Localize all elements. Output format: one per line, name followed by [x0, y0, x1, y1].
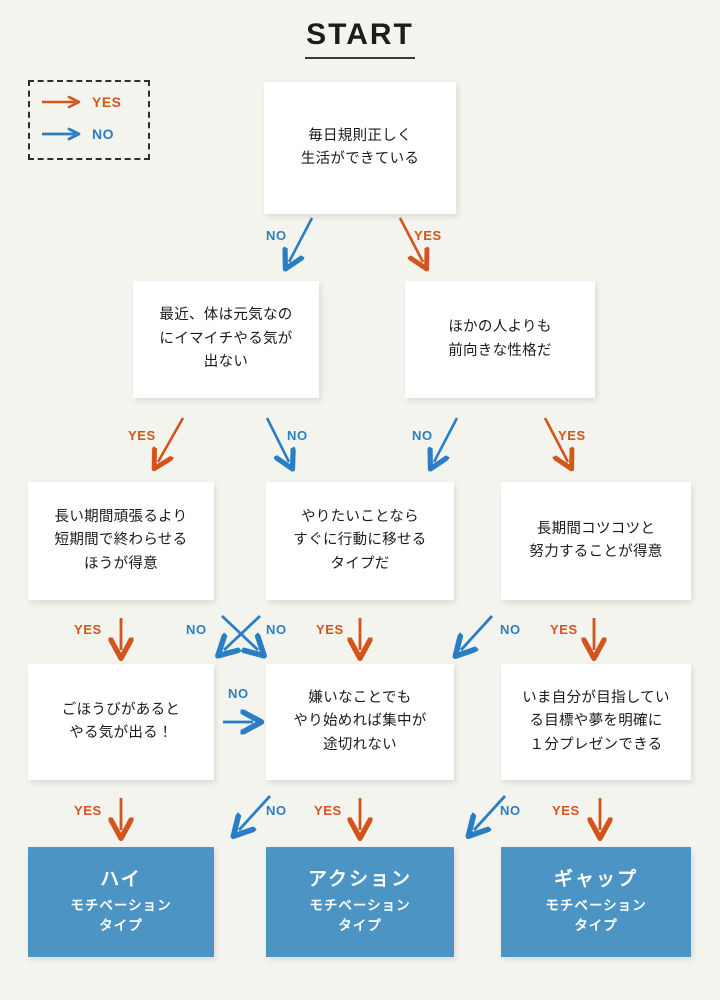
result-box-gap[interactable]: ギャップ モチベーション タイプ — [501, 847, 691, 957]
result-title-hi: ハイ — [100, 869, 142, 891]
result-title-gap: ギャップ — [553, 869, 638, 891]
arrow-label-q4mid-no: NO — [266, 803, 287, 818]
arrow-label-q3left-yes: YES — [74, 622, 102, 637]
question-text-q3-left: 長い期間頑張るより 短期間で終わらせる ほうが得意 — [54, 508, 188, 572]
arrow-label-q2left-yes: YES — [128, 428, 156, 443]
question-box-q2-left[interactable]: 最近、体は元気なの にイマイチやる気が 出ない — [133, 281, 319, 398]
arrow-label-q4right-yes: YES — [552, 803, 580, 818]
arrow-right-blue-icon — [42, 127, 81, 141]
arrow-label-q3cross-no-r: NO — [266, 622, 287, 637]
question-text-q4-left: ごほうびがあると やる気が出る！ — [61, 701, 181, 741]
arrow-q1-no — [289, 217, 314, 262]
result-box-action[interactable]: アクション モチベーション タイプ — [266, 847, 454, 957]
question-text-q4-right: いま自分が目指してい る目標や夢を明確に １分プレゼンできる — [522, 689, 670, 753]
arrow-q3right-no — [461, 615, 494, 650]
question-box-q4-left[interactable]: ごほうびがあると やる気が出る！ — [28, 664, 214, 780]
legend-label-no: NO — [92, 126, 114, 142]
arrow-q2left-no — [265, 417, 289, 462]
arrow-label-q1-yes: YES — [414, 228, 442, 243]
question-text-q3-right: 長期間コツコツと 努力することが得意 — [529, 520, 663, 560]
arrow-q3-cross-right — [221, 614, 258, 650]
arrow-label-q3right-no: NO — [500, 622, 521, 637]
title-underline — [305, 57, 415, 59]
question-text-q3-mid: やりたいことなら すぐに行動に移せる タイプだ — [293, 508, 427, 572]
arrow-label-q3right-yes: YES — [550, 622, 578, 637]
question-text-q1: 毎日規則正しく 生活ができている — [300, 127, 420, 167]
legend-row-no: NO — [40, 126, 114, 142]
question-box-q3-left[interactable]: 長い期間頑張るより 短期間で終わらせる ほうが得意 — [28, 482, 214, 600]
arrow-q2right-no — [434, 417, 459, 462]
legend-label-yes: YES — [92, 94, 122, 110]
arrow-label-q4right-no: NO — [500, 803, 521, 818]
arrow-label-q1-no: NO — [266, 228, 287, 243]
question-text-q4-mid: 嫌いなことでも やり始めれば集中が 途切れない — [293, 689, 427, 753]
question-text-q2-left: 最近、体は元気なの にイマイチやる気が 出ない — [159, 307, 293, 371]
question-box-q4-mid[interactable]: 嫌いなことでも やり始めれば集中が 途切れない — [266, 664, 454, 780]
result-title-action: アクション — [307, 869, 413, 891]
result-box-hi[interactable]: ハイ モチベーション タイプ — [28, 847, 214, 957]
question-box-q4-right[interactable]: いま自分が目指してい る目標や夢を明確に １分プレゼンできる — [501, 664, 691, 780]
page-title: START — [306, 18, 414, 51]
arrow-q3-cross-left — [224, 614, 261, 650]
result-subtitle-gap: モチベーション タイプ — [545, 898, 647, 934]
legend-box: YES NO — [28, 80, 150, 160]
legend-row-yes: YES — [40, 94, 122, 110]
question-box-q3-right[interactable]: 長期間コツコツと 努力することが得意 — [501, 482, 691, 600]
arrow-label-q4left-no: NO — [228, 686, 249, 701]
arrow-label-q2right-no: NO — [412, 428, 433, 443]
question-text-q2-right: ほかの人よりも 前向きな性格だ — [448, 319, 552, 359]
arrow-label-q4left-yes: YES — [74, 803, 102, 818]
arrow-label-q3mid-yes: YES — [316, 622, 344, 637]
result-subtitle-action: モチベーション タイプ — [309, 898, 411, 934]
question-box-q1[interactable]: 毎日規則正しく 生活ができている — [264, 82, 456, 214]
arrow-q2left-yes — [158, 417, 185, 462]
question-box-q3-mid[interactable]: やりたいことなら すぐに行動に移せる タイプだ — [266, 482, 454, 600]
question-box-q2-right[interactable]: ほかの人よりも 前向きな性格だ — [405, 281, 595, 398]
arrow-label-q2left-no: NO — [287, 428, 308, 443]
arrow-label-q2right-yes: YES — [558, 428, 586, 443]
arrow-right-orange-icon — [42, 95, 81, 109]
arrow-label-q4mid-yes: YES — [314, 803, 342, 818]
result-subtitle-hi: モチベーション タイプ — [70, 898, 172, 934]
arrow-label-q3cross-no-l: NO — [186, 622, 207, 637]
